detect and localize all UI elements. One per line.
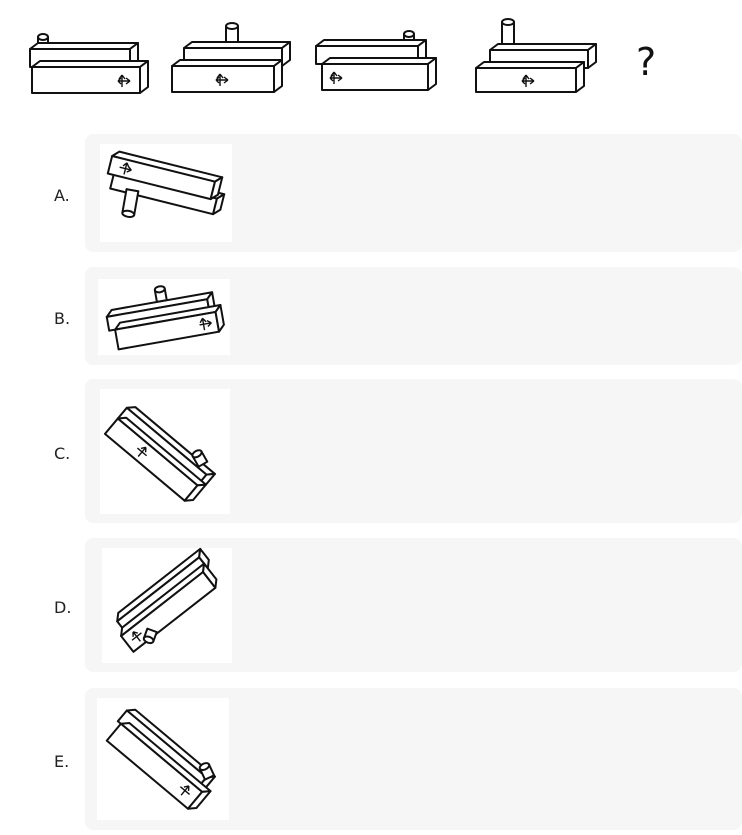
option-d-label: D. — [54, 598, 72, 617]
question-mark: ? — [636, 40, 657, 84]
sequence-figure-3 — [315, 30, 437, 91]
option-a-label: A. — [54, 186, 70, 205]
option-e-label: E. — [54, 752, 70, 771]
sequence-figure-2 — [171, 22, 291, 93]
option-c-label: C. — [54, 444, 71, 463]
sequence-figure-4 — [475, 18, 597, 93]
option-b-label: B. — [54, 309, 71, 328]
sequence-figure-1 — [29, 33, 149, 94]
option-c-figure[interactable] — [100, 389, 230, 514]
option-e-figure[interactable] — [97, 698, 229, 820]
option-d-figure[interactable] — [102, 547, 232, 663]
figure-sequence — [22, 14, 702, 100]
option-b-figure[interactable] — [98, 279, 230, 355]
option-a-figure[interactable] — [100, 144, 232, 242]
